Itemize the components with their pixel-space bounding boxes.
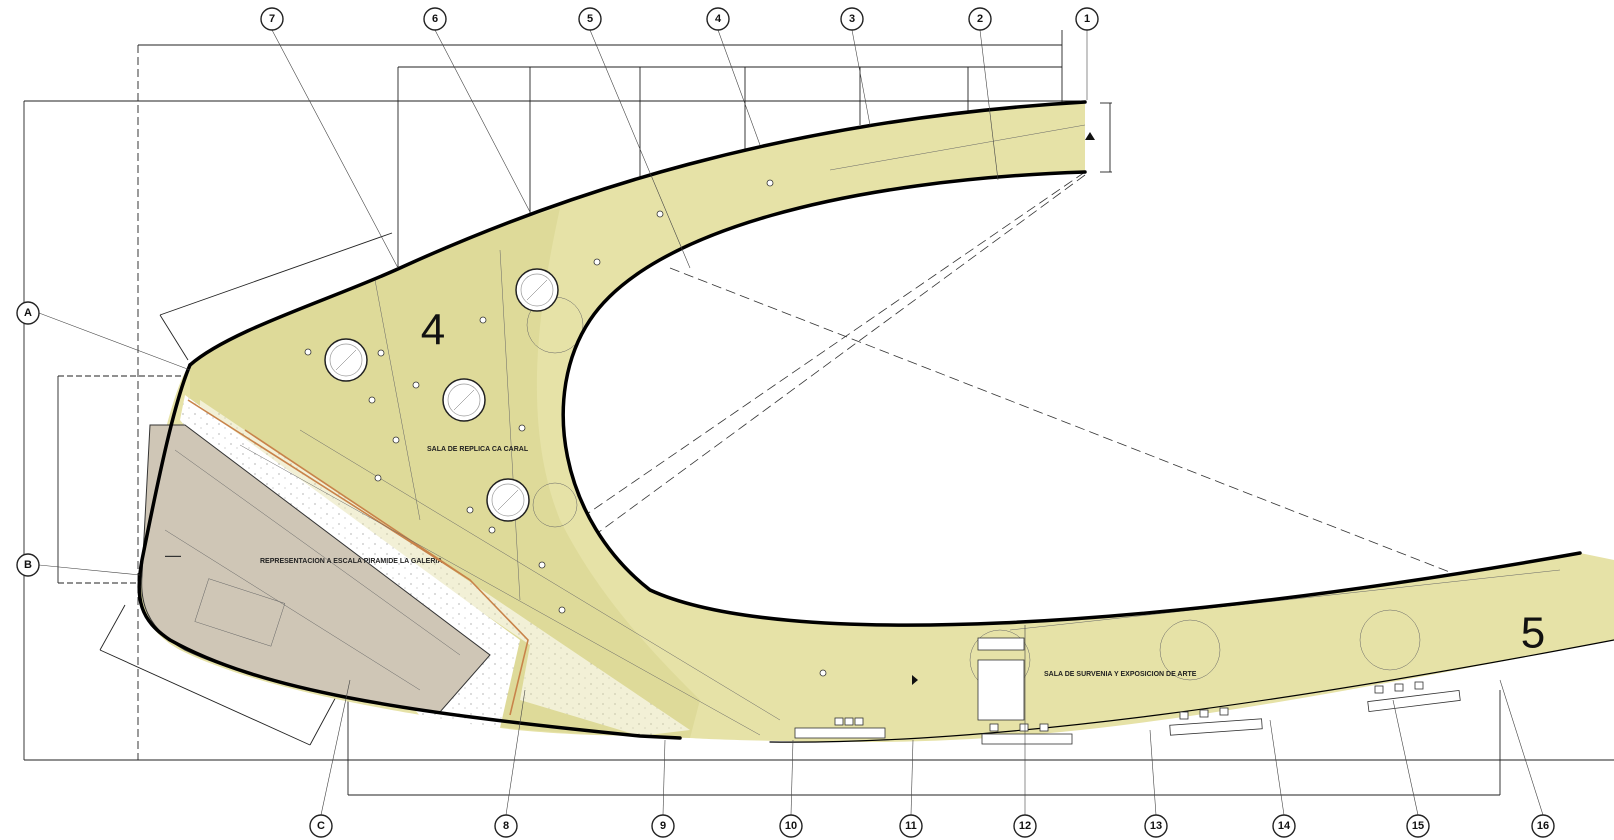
axis-5-label: 5 [587, 13, 593, 25]
columns [324, 268, 559, 522]
axis-15: 15 [1406, 814, 1430, 838]
axis-3: 3 [840, 7, 864, 31]
room-number-4: 4 [421, 306, 445, 355]
axis-7: 7 [260, 7, 284, 31]
axis-5: 5 [578, 7, 602, 31]
construction-lines [519, 171, 1471, 591]
room-number-5: 5 [1521, 609, 1545, 658]
axis-B: B [16, 553, 40, 577]
axis-1: 1 [1075, 7, 1099, 31]
axis-12-label: 12 [1019, 820, 1031, 832]
axis-3-label: 3 [849, 13, 855, 25]
axis-6-label: 6 [432, 13, 438, 25]
axis-C: C [309, 814, 333, 838]
dimension-lines [23, 30, 1614, 796]
axis-15-label: 15 [1412, 820, 1424, 832]
pyramid-label: REPRESENTACION A ESCALA PIRAMIDE LA GALE… [260, 558, 442, 565]
axis-9: 9 [651, 814, 675, 838]
axis-A-label: A [24, 307, 32, 319]
axis-4: 4 [706, 7, 730, 31]
axis-2: 2 [968, 7, 992, 31]
axis-9-label: 9 [660, 820, 666, 832]
axis-C-label: C [317, 820, 325, 832]
axis-13-label: 13 [1150, 820, 1162, 832]
axis-13: 13 [1144, 814, 1168, 838]
axis-2-label: 2 [977, 13, 983, 25]
axis-10-label: 10 [785, 820, 797, 832]
display-markers [304, 132, 1095, 685]
axis-16: 16 [1531, 814, 1555, 838]
axis-8: 8 [494, 814, 518, 838]
pyramid-note: ▬▬▬▬ [165, 553, 181, 558]
walls [137, 100, 1614, 743]
axis-10: 10 [779, 814, 803, 838]
left-axis-bubbles: A B [16, 301, 40, 577]
top-axis-bubbles: 7 6 5 4 3 2 1 [260, 7, 1099, 31]
axis-12: 12 [1013, 814, 1037, 838]
axis-8-label: 8 [503, 820, 509, 832]
axis-11: 11 [899, 814, 923, 838]
axis-1-label: 1 [1084, 13, 1090, 25]
axis-6: 6 [423, 7, 447, 31]
axis-11-label: 11 [905, 820, 917, 832]
axis-7-label: 7 [269, 13, 275, 25]
bottom-axis-bubbles: C 8 9 10 11 12 13 14 15 16 [309, 814, 1555, 838]
axis-16-label: 16 [1537, 820, 1549, 832]
axis-A: A [16, 301, 40, 325]
axis-14: 14 [1272, 814, 1296, 838]
axis-4-label: 4 [715, 13, 722, 25]
room-5-label: SALA DE SURVENIA Y EXPOSICION DE ARTE [1044, 671, 1197, 678]
axis-leaders [38, 29, 1544, 816]
axis-14-label: 14 [1278, 820, 1291, 832]
ramp-edges [187, 399, 529, 716]
benches [794, 637, 1461, 745]
axis-B-label: B [24, 559, 32, 571]
room-4-label: SALA DE REPLICA CA CARAL [427, 446, 529, 453]
